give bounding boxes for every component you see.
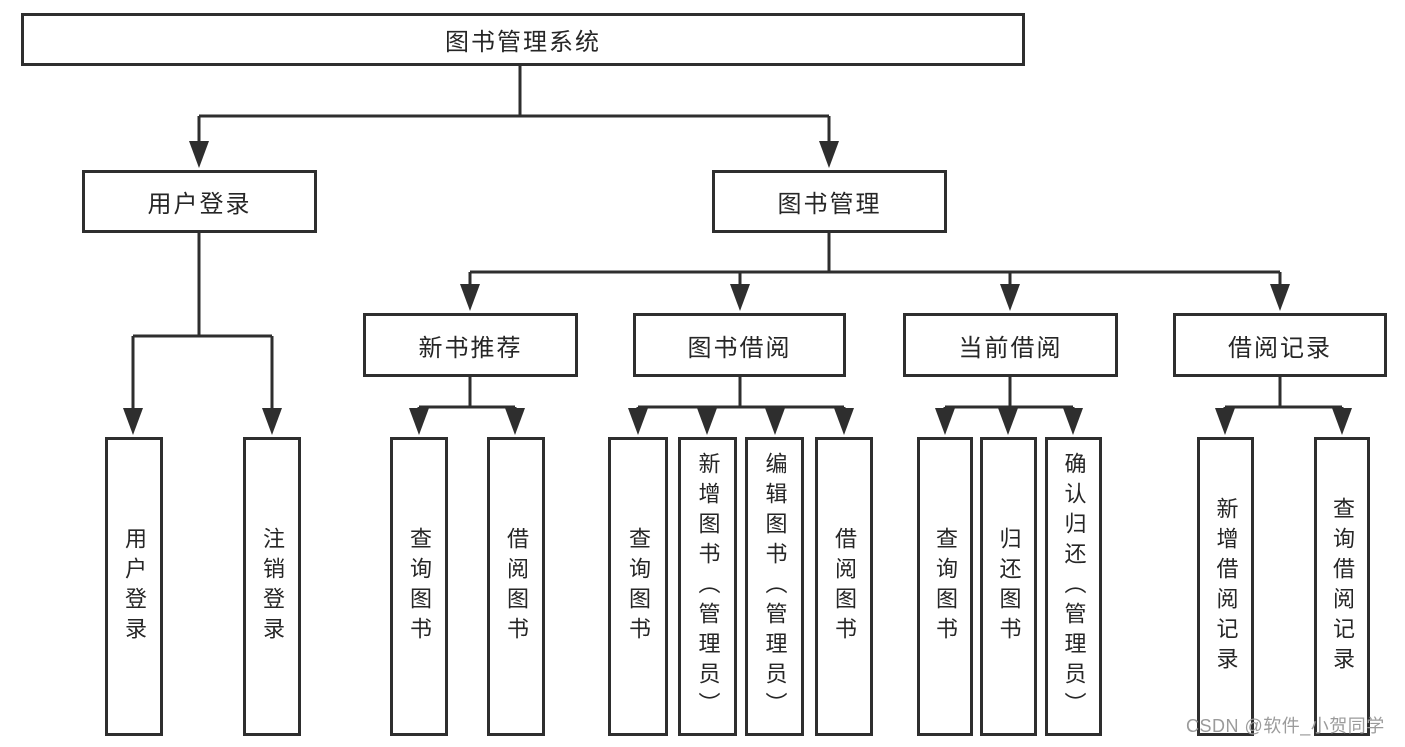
- node-new-book-recommend: 新书推荐: [363, 313, 578, 377]
- leaf-records-add-record: 新增借阅记录: [1197, 437, 1254, 736]
- node-library-system-root: 图书管理系统: [21, 13, 1025, 66]
- node-current-borrowing: 当前借阅: [903, 313, 1118, 377]
- leaf-borrowing-query-books: 查询图书: [608, 437, 668, 736]
- leaf-borrowing-edit-books-admin: 编辑图书（管理员）: [745, 437, 804, 736]
- leaf-current-return-books: 归还图书: [980, 437, 1037, 736]
- node-borrowing-records: 借阅记录: [1173, 313, 1387, 377]
- node-user-login-branch: 用户登录: [82, 170, 317, 233]
- leaf-borrowing-add-books-admin: 新增图书（管理员）: [678, 437, 737, 736]
- arrowheads: [123, 141, 1352, 435]
- leaf-records-query-record: 查询借阅记录: [1314, 437, 1370, 736]
- csdn-watermark: CSDN @软件_小贺同学: [1186, 716, 1385, 736]
- leaf-current-query-books: 查询图书: [917, 437, 973, 736]
- node-book-management-branch: 图书管理: [712, 170, 947, 233]
- leaf-user-login: 用户登录: [105, 437, 163, 736]
- leaf-borrowing-borrow-books: 借阅图书: [815, 437, 873, 736]
- leaf-recommend-query-books: 查询图书: [390, 437, 448, 736]
- leaf-recommend-borrow-books: 借阅图书: [487, 437, 545, 736]
- leaf-current-confirm-return-admin: 确认归还（管理员）: [1045, 437, 1102, 736]
- node-book-borrowing: 图书借阅: [633, 313, 846, 377]
- leaf-logout: 注销登录: [243, 437, 301, 736]
